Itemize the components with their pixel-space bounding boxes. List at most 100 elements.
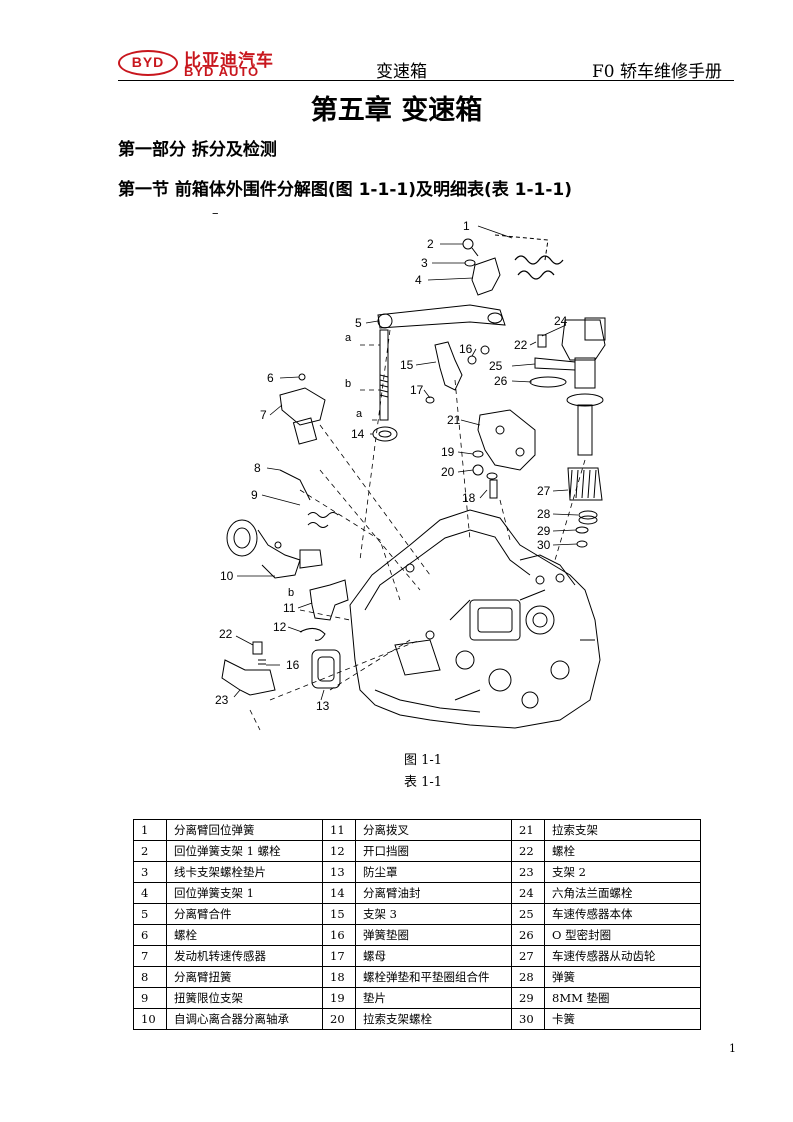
section-title: 第一节 前箱体外围件分解图(图 1-1-1)及明细表(表 1-1-1)	[118, 180, 573, 200]
part-number: 8	[133, 966, 167, 988]
callout-1: 1	[463, 219, 470, 233]
letter-b-upper: b	[345, 378, 351, 390]
part-name: 开口挡圈	[355, 840, 512, 862]
part-name: 8MM 垫圈	[544, 987, 701, 1009]
part-number: 28	[511, 966, 545, 988]
callout-19: 19	[441, 445, 455, 459]
table-row: 9 扭簧限位支架 19 垫片 29 8MM 垫圈	[133, 987, 701, 1009]
part-number: 27	[511, 945, 545, 967]
part-number: 11	[322, 819, 356, 841]
logo-english-name: BYD AUTO	[184, 64, 260, 79]
part-name: 回位弹簧支架 1 螺栓	[166, 840, 323, 862]
header-divider	[118, 80, 734, 81]
part-name: 分离臂油封	[355, 882, 512, 904]
table-row: 8 分离臂扭簧 18 螺栓弹垫和平垫圈组合件 28 弹簧	[133, 966, 701, 988]
part-name: 拉索支架螺栓	[355, 1008, 512, 1030]
part-number: 30	[511, 1008, 545, 1030]
part-name: 螺栓弹垫和平垫圈组合件	[355, 966, 512, 988]
part-number: 1	[133, 819, 167, 841]
callout-16-lower: 16	[286, 658, 300, 672]
letter-a-lower: a	[356, 408, 363, 420]
part-name: 支架 2	[544, 861, 701, 883]
part-number: 25	[511, 903, 545, 925]
part-number: 9	[133, 987, 167, 1009]
part-number: 20	[322, 1008, 356, 1030]
callout-23: 23	[215, 693, 229, 707]
part-name: 六角法兰面螺栓	[544, 882, 701, 904]
part-number: 17	[322, 945, 356, 967]
parts-table: 1 分离臂回位弹簧 11 分离拨叉 21 拉索支架 2 回位弹簧支架 1 螺栓 …	[133, 819, 701, 1030]
callout-14: 14	[351, 427, 365, 441]
table-row: 10 自调心离合器分离轴承 20 拉索支架螺栓 30 卡簧	[133, 1008, 701, 1030]
part-name: 分离臂扭簧	[166, 966, 323, 988]
return-spring	[514, 255, 564, 265]
driven-gear	[567, 467, 603, 501]
part-name: 回位弹簧支架 1	[166, 882, 323, 904]
part-number: 13	[322, 861, 356, 883]
part-name: 支架 3	[355, 903, 512, 925]
callout-7: 7	[260, 408, 267, 422]
callout-22-lower: 22	[219, 627, 233, 641]
part-number: 18	[322, 966, 356, 988]
callout-9: 9	[251, 488, 258, 502]
table-row: 4 回位弹簧支架 1 14 分离臂油封 24 六角法兰面螺栓	[133, 882, 701, 904]
part-number: 7	[133, 945, 167, 967]
callout-27: 27	[537, 484, 551, 498]
part-name: 螺母	[355, 945, 512, 967]
exploded-view-diagram: 1 2 3 4 5 6 7 8 9 10 11 12 13 14 15 16 1…	[215, 219, 606, 731]
callout-3: 3	[421, 256, 428, 270]
callout-21: 21	[447, 413, 461, 427]
part-number: 3	[133, 861, 167, 883]
callout-17: 17	[410, 383, 424, 397]
part-name: 拉索支架	[544, 819, 701, 841]
callout-10: 10	[220, 569, 234, 583]
callout-29: 29	[537, 524, 551, 538]
callout-28: 28	[537, 507, 551, 521]
part-number: 16	[322, 924, 356, 946]
part-name: 扭簧限位支架	[166, 987, 323, 1009]
part-name: 弹簧	[544, 966, 701, 988]
callout-11: 11	[283, 601, 296, 615]
part-name: O 型密封圈	[544, 924, 701, 946]
header-section-name: 变速箱	[376, 62, 427, 82]
letter-a-upper: a	[345, 332, 352, 344]
callout-5: 5	[355, 316, 362, 330]
part-name: 车速传感器本体	[544, 903, 701, 925]
part-name: 车速传感器从动齿轮	[544, 945, 701, 967]
callout-12: 12	[273, 620, 287, 634]
callout-22: 22	[514, 338, 528, 352]
callout-15: 15	[400, 358, 414, 372]
part-number: 4	[133, 882, 167, 904]
part-number: 2	[133, 840, 167, 862]
page-number: 1	[729, 1042, 736, 1055]
table-row: 2 回位弹簧支架 1 螺栓 12 开口挡圈 22 螺栓	[133, 840, 701, 862]
part-name: 防尘罩	[355, 861, 512, 883]
part-number: 15	[322, 903, 356, 925]
callout-6: 6	[267, 371, 274, 385]
speed-sensor	[279, 387, 326, 426]
part-title: 第一部分 拆分及检测	[118, 140, 277, 160]
part-number: 21	[511, 819, 545, 841]
callout-2: 2	[427, 237, 434, 251]
part-name: 螺栓	[166, 924, 323, 946]
logo-mark: BYD	[118, 50, 178, 76]
part-number: 22	[511, 840, 545, 862]
part-name: 线卡支架螺栓垫片	[166, 861, 323, 883]
part-name: 分离臂回位弹簧	[166, 819, 323, 841]
header-manual-title: F0 轿车维修手册	[592, 62, 723, 82]
figure-caption: 图 1-1	[403, 753, 443, 768]
table-row: 7 发动机转速传感器 17 螺母 27 车速传感器从动齿轮	[133, 945, 701, 967]
part-number: 19	[322, 987, 356, 1009]
bracket-2	[221, 659, 276, 696]
callout-26: 26	[494, 374, 508, 388]
byd-logo: BYD 比亚迪汽车 BYD AUTO	[118, 46, 278, 80]
part-name: 卡簧	[544, 1008, 701, 1030]
gearbox-housing	[349, 509, 601, 729]
callout-8: 8	[254, 461, 261, 475]
part-name: 弹簧垫圈	[355, 924, 512, 946]
table-row: 6 螺栓 16 弹簧垫圈 26 O 型密封圈	[133, 924, 701, 946]
part-number: 12	[322, 840, 356, 862]
part-number: 29	[511, 987, 545, 1009]
callout-4: 4	[415, 273, 422, 287]
spring-bracket	[471, 257, 501, 296]
